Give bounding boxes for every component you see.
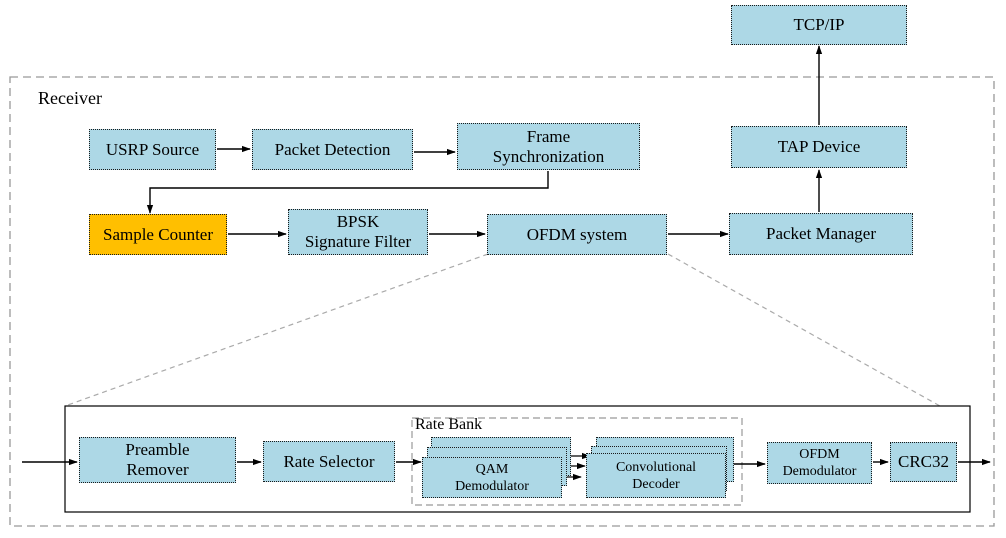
zoom-line-left	[64, 253, 489, 407]
sample-counter-block: Sample Counter	[89, 214, 227, 255]
rate-bank-label: Rate Bank	[415, 416, 483, 433]
usrp-source-block: USRP Source	[89, 129, 216, 170]
frame-sync-block: Frame Synchronization	[457, 123, 640, 170]
packet-detection-block: Packet Detection	[252, 129, 413, 170]
preamble-remover-block: Preamble Remover	[79, 437, 236, 483]
bpsk-filter-block: BPSK Signature Filter	[288, 209, 428, 255]
ofdm-system-block: OFDM system	[487, 214, 667, 255]
qam-demodulator-block: QAM Demodulator	[422, 457, 562, 498]
receiver-label: Receiver	[38, 88, 102, 108]
tap-device-block: TAP Device	[731, 126, 907, 168]
receiver-container	[9, 76, 995, 527]
ofdm-demodulator-block: OFDM Demodulator	[767, 442, 872, 484]
tcpip-block: TCP/IP	[731, 5, 907, 45]
arrow-sync-to-counter	[146, 171, 549, 214]
zoom-line-right	[667, 253, 941, 407]
crc32-block: CRC32	[890, 442, 957, 482]
rate-bank-container	[411, 417, 743, 506]
rate-selector-block: Rate Selector	[263, 441, 395, 482]
packet-manager-block: Packet Manager	[729, 213, 913, 255]
convolutional-decoder-block: Convolutional Decoder	[586, 453, 726, 498]
